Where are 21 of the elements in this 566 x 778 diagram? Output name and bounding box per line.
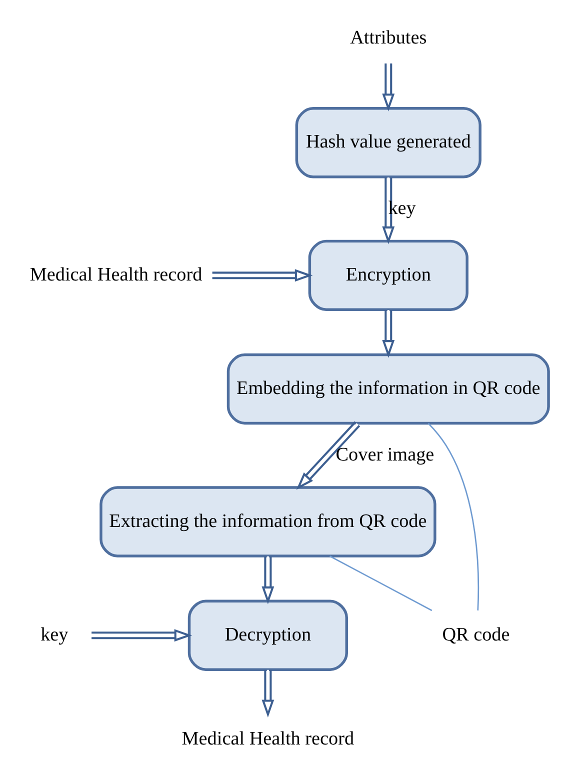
- node-text: Medical Health record: [30, 264, 202, 286]
- arrow: [212, 269, 313, 282]
- node-box: Encryption: [308, 240, 468, 311]
- arrow: [296, 421, 360, 490]
- node-text: QR code: [442, 624, 510, 646]
- node-text: Attributes: [350, 28, 427, 49]
- connector: [428, 422, 480, 610]
- edge-label: Cover image: [336, 444, 434, 466]
- node-box: Embedding the information in QR code: [226, 353, 550, 425]
- node-box: Hash value generated: [295, 107, 482, 178]
- arrow: [382, 177, 395, 244]
- arrow: [262, 670, 274, 718]
- arrow: [262, 556, 274, 604]
- arrow: [382, 63, 395, 112]
- arrow: [382, 310, 395, 358]
- node-text: key: [40, 624, 68, 646]
- connector: [329, 555, 432, 612]
- node-box: Decryption: [188, 600, 348, 671]
- node-box: Extracting the information from QR code: [100, 486, 436, 558]
- node-text: Medical Health record: [182, 728, 354, 750]
- arrow: [92, 629, 192, 642]
